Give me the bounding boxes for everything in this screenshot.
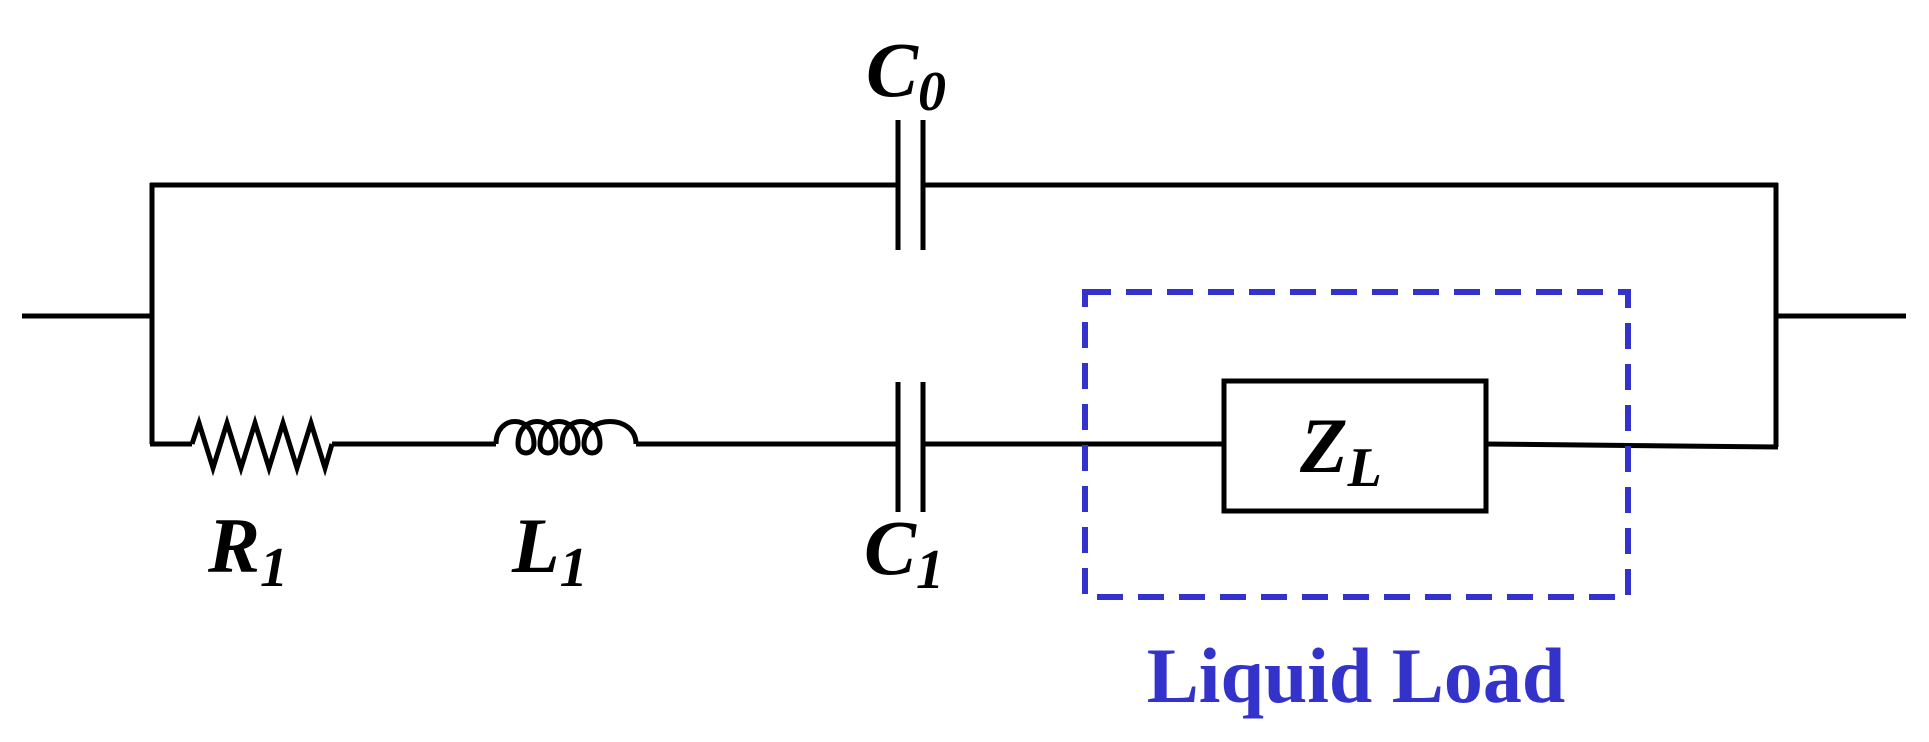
inductor-l1 [493, 419, 639, 456]
label-zl-main: Z [1299, 402, 1348, 489]
resistor-r1 [189, 414, 335, 477]
capacitor-c1 [895, 382, 926, 512]
label-r1-main: R [207, 502, 260, 589]
label-l1-sub: 1 [560, 537, 588, 599]
label-r1: R1 [207, 502, 288, 599]
label-r1-sub: 1 [260, 537, 288, 599]
liquid-load-boundary [1082, 289, 1631, 600]
wire-zl-to-right-bus [1485, 441, 1779, 450]
label-l1-main: L [511, 502, 560, 589]
label-c1: C1 [864, 504, 944, 601]
liquid-load-label: Liquid Load [1147, 632, 1565, 719]
label-c1-sub: 1 [916, 539, 944, 601]
label-zl: ZL [1299, 402, 1382, 499]
label-c0-main: C [866, 26, 919, 113]
label-c0-sub: 0 [918, 61, 946, 123]
label-l1: L1 [511, 502, 588, 599]
label-c1-main: C [864, 504, 917, 591]
capacitor-c0 [895, 120, 926, 250]
label-zl-sub: L [1347, 437, 1382, 499]
label-c0: C0 [866, 26, 946, 123]
